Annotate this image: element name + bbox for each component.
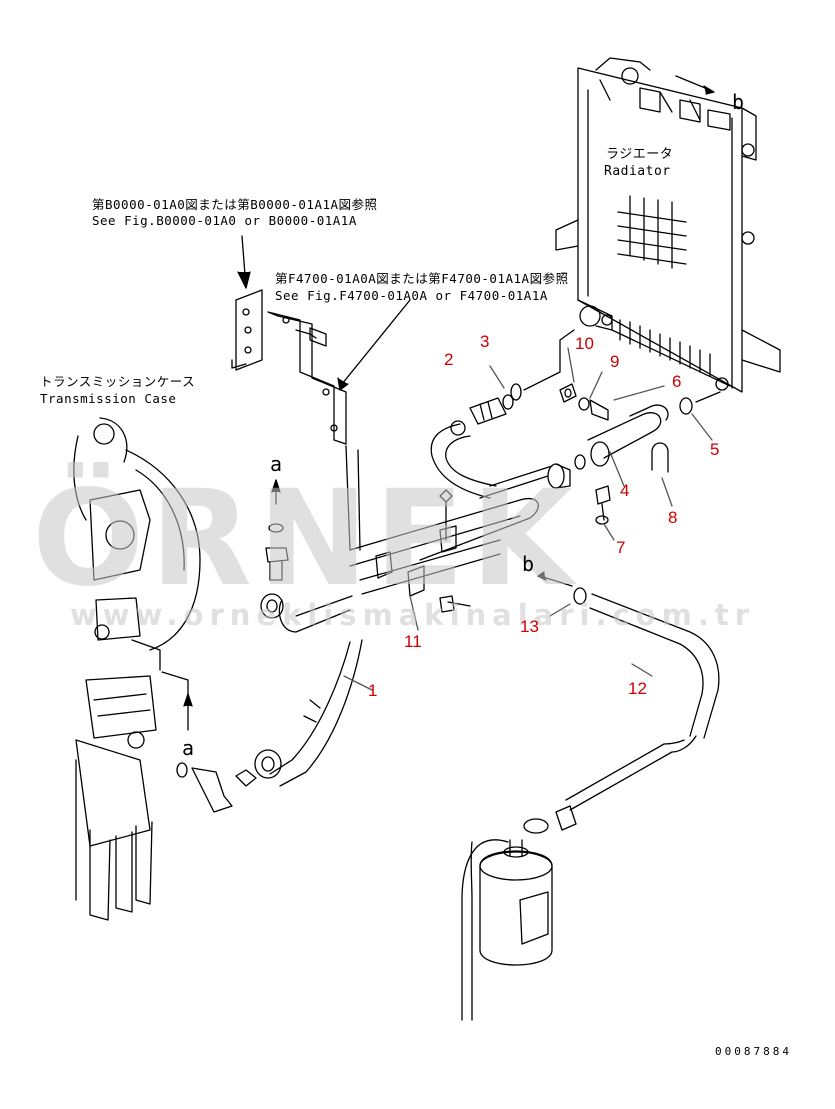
transmission-case <box>73 417 257 921</box>
watermark-brand: ÖRNEK <box>32 462 579 616</box>
callout-11: 11 <box>404 632 422 651</box>
callout-9: 9 <box>610 352 620 371</box>
callout-1: 1 <box>368 681 378 700</box>
hose-12 <box>461 571 720 1021</box>
radiator-label-en: Radiator <box>604 164 671 179</box>
transmission-label-jp: トランスミッションケース <box>40 374 196 389</box>
brackets <box>231 235 411 445</box>
watermark-url: www.orneklismakinalari.com.tr <box>70 598 756 632</box>
radiator <box>555 57 781 393</box>
ref2-jp: 第F4700-01A0A図または第F4700-01A1A図参照 <box>275 271 569 286</box>
drawing-code: 00087884 <box>715 1045 792 1058</box>
callout-10: 10 <box>575 334 594 353</box>
arrow-label-a-bottom: a <box>182 736 195 760</box>
callout-4: 4 <box>620 481 630 500</box>
callout-3: 3 <box>480 332 490 351</box>
arrow-label-b-mid: b <box>522 552 535 576</box>
radiator-label-jp: ラジエータ <box>606 147 674 162</box>
ref1-jp: 第B0000-01A0図または第B0000-01A1A図参照 <box>92 197 378 212</box>
fittings <box>469 329 721 541</box>
transmission-label-en: Transmission Case <box>40 391 177 406</box>
callout-12: 12 <box>628 679 647 698</box>
arrow-label-a-top: a <box>270 452 283 476</box>
arrow-label-b-top: b <box>732 90 745 114</box>
callout-13: 13 <box>520 617 539 636</box>
tube-a <box>265 479 289 581</box>
callout-2: 2 <box>444 350 454 369</box>
callout-6: 6 <box>672 372 682 391</box>
callout-5: 5 <box>710 440 720 459</box>
callout-8: 8 <box>668 508 678 527</box>
pipe-assembly <box>254 420 571 787</box>
ref2-en: See Fig.F4700-01A0A or F4700-01A1A <box>275 288 548 303</box>
callout-7: 7 <box>616 538 626 557</box>
ref1-en: See Fig.B0000-01A0 or B0000-01A1A <box>92 213 357 228</box>
